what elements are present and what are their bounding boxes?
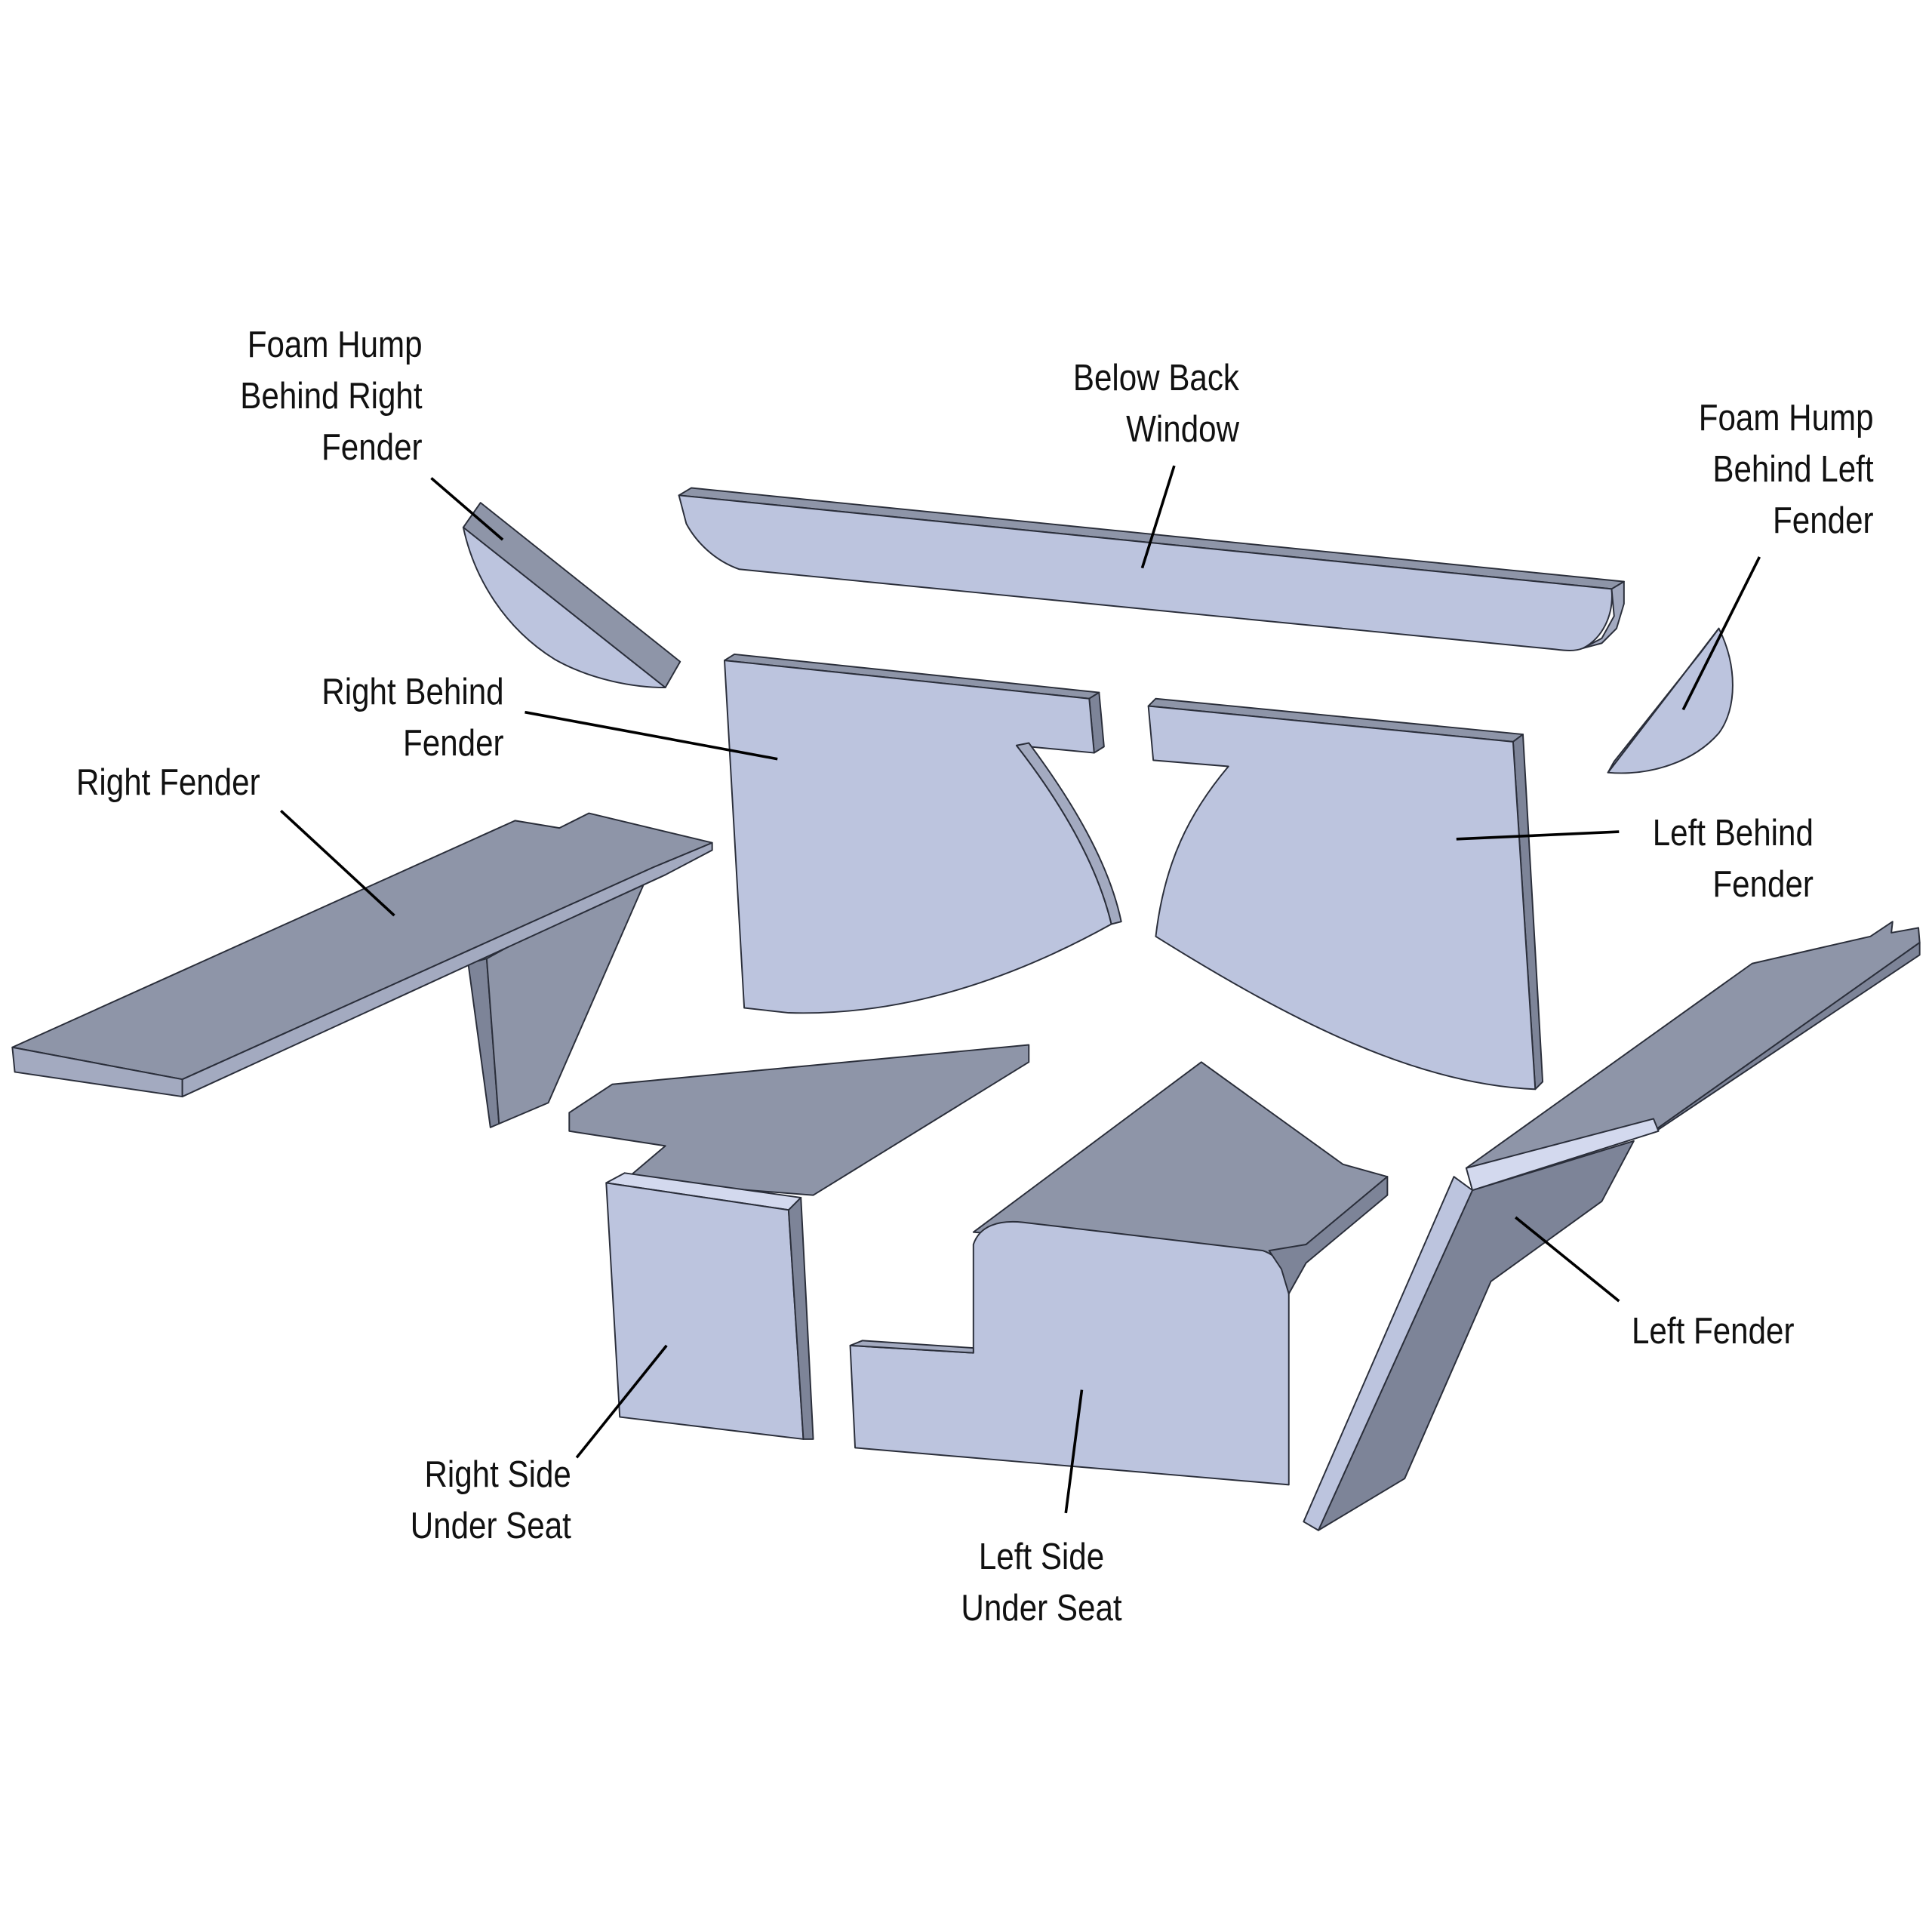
leader-right-side-under-seat xyxy=(575,1344,668,1459)
part-right-fender xyxy=(11,812,713,1128)
part-left-fender xyxy=(1303,921,1921,1531)
label-foam-hump-right: Foam Hump Behind Right Fender xyxy=(240,325,423,468)
leader-left-side-under-seat xyxy=(1064,1389,1084,1514)
leader-left-behind-fender xyxy=(1456,830,1620,841)
leader-below-back-window xyxy=(1140,465,1176,569)
label-foam-hump-left: Foam Hump Behind Left Fender xyxy=(1699,398,1874,541)
part-foam-hump-left xyxy=(1607,627,1734,774)
leader-right-behind-fender xyxy=(525,710,778,761)
label-left-side-under-seat: Left Side Under Seat xyxy=(961,1537,1122,1629)
part-right-side-under-seat xyxy=(568,1044,1030,1440)
part-foam-hump-right xyxy=(462,502,681,688)
part-below-back-window xyxy=(678,487,1625,652)
leader-foam-hump-left xyxy=(1681,556,1761,711)
leader-left-fender xyxy=(1515,1216,1620,1303)
leader-right-fender xyxy=(280,809,395,917)
part-left-side-under-seat xyxy=(849,1061,1389,1486)
label-left-behind-fender: Left Behind Fender xyxy=(1652,813,1814,905)
leader-lines xyxy=(280,465,1761,1514)
part-left-behind-fender xyxy=(1147,697,1544,1091)
leader-foam-hump-right xyxy=(430,477,504,541)
label-below-back-window: Below Back Window xyxy=(1072,358,1239,450)
label-left-fender: Left Fender xyxy=(1632,1311,1795,1352)
part-right-behind-fender xyxy=(724,653,1122,1014)
label-right-fender: Right Fender xyxy=(76,762,260,803)
label-right-side-under-seat: Right Side Under Seat xyxy=(410,1454,571,1546)
label-right-behind-fender: Right Behind Fender xyxy=(321,672,504,764)
